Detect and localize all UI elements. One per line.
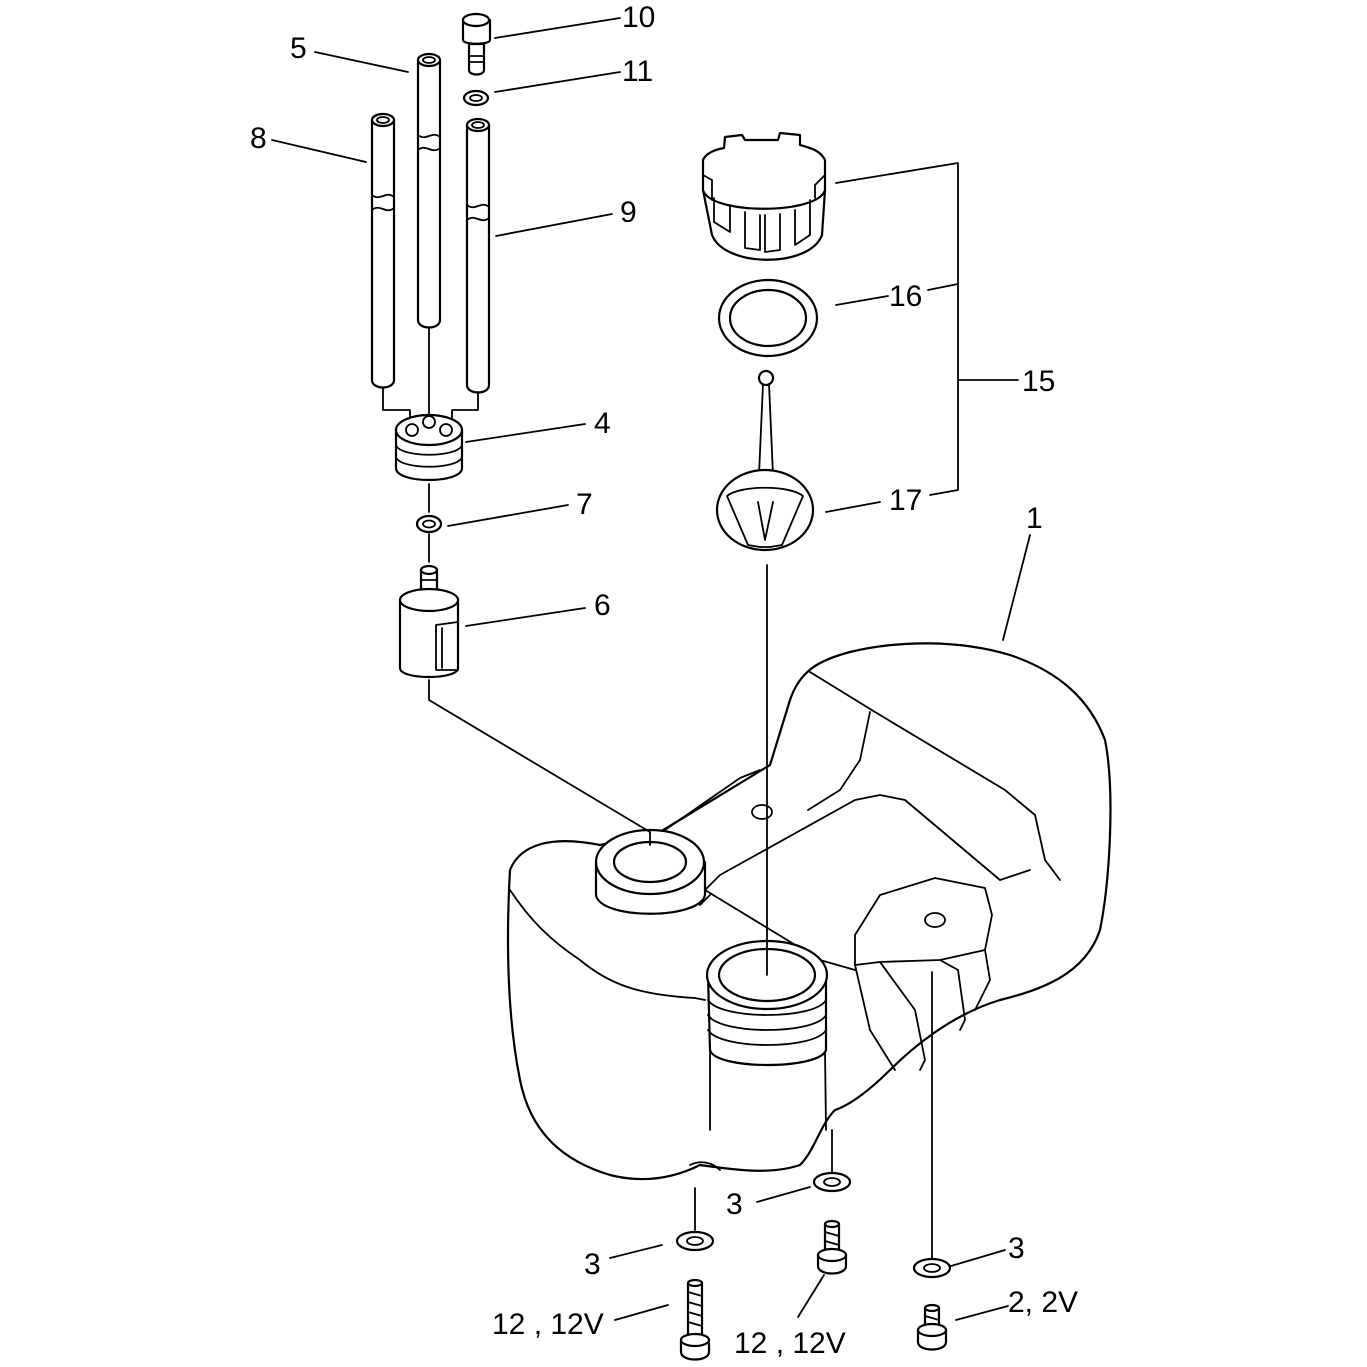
callout-15: 15 <box>1022 365 1055 398</box>
callout-1: 1 <box>1026 502 1043 535</box>
o-ring <box>415 514 443 534</box>
bolt-middle <box>816 1219 848 1275</box>
fuel-line-tube-8 <box>370 112 396 389</box>
callout-4: 4 <box>594 407 611 440</box>
cap-strainer <box>715 369 815 552</box>
callout-16: 16 <box>889 280 922 313</box>
callout-3-right: 3 <box>1008 1232 1025 1265</box>
fuel-line-tube-9 <box>465 117 491 394</box>
check-valve-o-ring <box>462 89 490 107</box>
fuel-line-tube-5 <box>416 52 442 329</box>
callout-3-left: 3 <box>584 1248 601 1281</box>
bolt-left <box>679 1278 711 1361</box>
callout-2: 2, 2V <box>1008 1286 1078 1319</box>
leader-lines <box>271 17 1031 1321</box>
callout-10: 10 <box>622 1 655 34</box>
callout-11: 11 <box>622 55 653 88</box>
callout-3-middle: 3 <box>726 1188 743 1221</box>
bolt-right <box>916 1303 948 1351</box>
tube-connector-lines <box>382 327 479 426</box>
callout-12-left: 12 , 12V <box>492 1308 604 1341</box>
fuel-cap <box>701 131 827 261</box>
filter-to-tank-line <box>428 679 651 846</box>
washer-middle <box>812 1171 852 1193</box>
washer-left <box>675 1230 715 1252</box>
callout-8: 8 <box>250 122 267 155</box>
callout-12-middle: 12 , 12V <box>734 1327 846 1360</box>
callout-9: 9 <box>620 196 637 229</box>
check-valve <box>461 12 492 76</box>
callout-17: 17 <box>889 484 922 517</box>
callout-6: 6 <box>594 589 611 622</box>
fuel-tank <box>506 642 1112 1181</box>
cap-gasket <box>717 278 819 358</box>
fuel-filter <box>398 564 460 679</box>
washer-right <box>912 1257 952 1279</box>
grommet <box>394 413 464 482</box>
callout-5: 5 <box>290 32 307 65</box>
callout-7: 7 <box>576 488 593 521</box>
callout-labels: 10 11 5 8 9 4 7 6 1 16 15 17 3 3 3 12 , … <box>250 1 1078 1360</box>
